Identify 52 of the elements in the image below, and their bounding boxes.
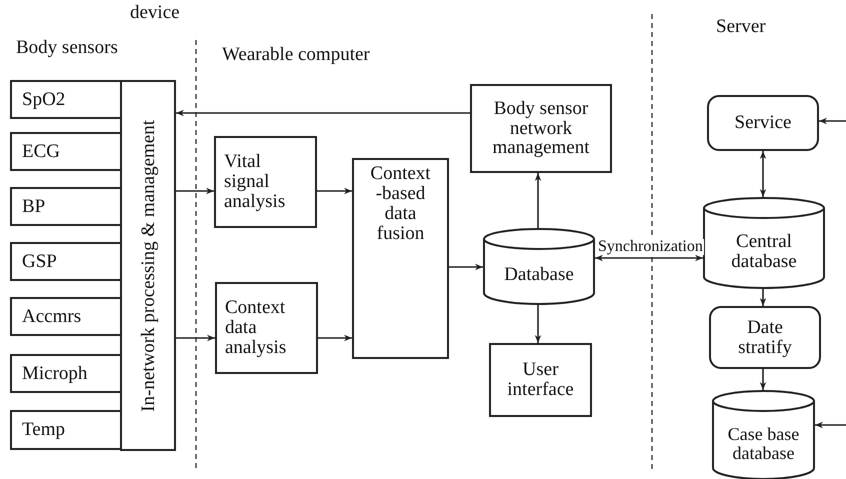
processing-bar: [120, 80, 176, 451]
node-label: Database: [504, 265, 574, 285]
service-box: [709, 306, 821, 369]
edge-label: Synchronization: [597, 239, 704, 255]
process-box: [352, 158, 449, 359]
arrow: [760, 369, 766, 390]
node-label: Body sensor network management: [491, 98, 591, 158]
arrow: [815, 422, 846, 428]
process-box: [470, 84, 612, 173]
process-box: [214, 136, 317, 228]
process-box: [215, 282, 318, 374]
node-label: ECG: [22, 142, 60, 162]
node-label: BP: [22, 196, 46, 216]
sensor-box: [10, 242, 122, 281]
arrow: [318, 334, 352, 342]
arrow: [449, 264, 483, 270]
arrow: [176, 110, 470, 116]
arrow: [595, 254, 703, 262]
node-label: In-network processing & management: [138, 120, 158, 412]
node-label: User interface: [506, 360, 575, 400]
arrow: [760, 288, 766, 306]
section-heading: Server: [716, 16, 766, 38]
node-label: SpO2: [22, 90, 66, 110]
node-label: Context -based data fusion: [369, 164, 432, 244]
arrow: [176, 188, 214, 194]
node-label: Date stratify: [737, 318, 793, 358]
sensor-box: [10, 297, 122, 336]
service-box: [707, 95, 819, 151]
sensor-box: [10, 187, 122, 226]
node-label: Vital signal analysis: [224, 152, 286, 212]
node-label: GSP: [22, 252, 57, 272]
arrow: [534, 173, 542, 228]
section-heading: device: [130, 2, 180, 24]
node-label: Central database: [730, 232, 798, 272]
arrow: [317, 188, 352, 194]
node-label: Temp: [22, 420, 65, 440]
arrow: [819, 118, 846, 124]
node-label: Service: [734, 113, 792, 133]
node-label: Accmrs: [22, 306, 82, 326]
sensor-box: [10, 354, 122, 393]
sensor-box: [10, 80, 122, 119]
arrow: [534, 304, 542, 343]
section-heading: Body sensors: [16, 37, 118, 59]
node-label: Case base database: [726, 424, 800, 462]
process-box: [489, 343, 592, 417]
arrow: [760, 151, 766, 197]
arrow: [176, 334, 215, 342]
sensor-box: [10, 132, 122, 171]
node-label: Microph: [22, 364, 88, 384]
section-heading: Wearable computer: [222, 44, 370, 66]
sensor-box: [10, 410, 122, 450]
node-label: Context data analysis: [225, 298, 288, 358]
